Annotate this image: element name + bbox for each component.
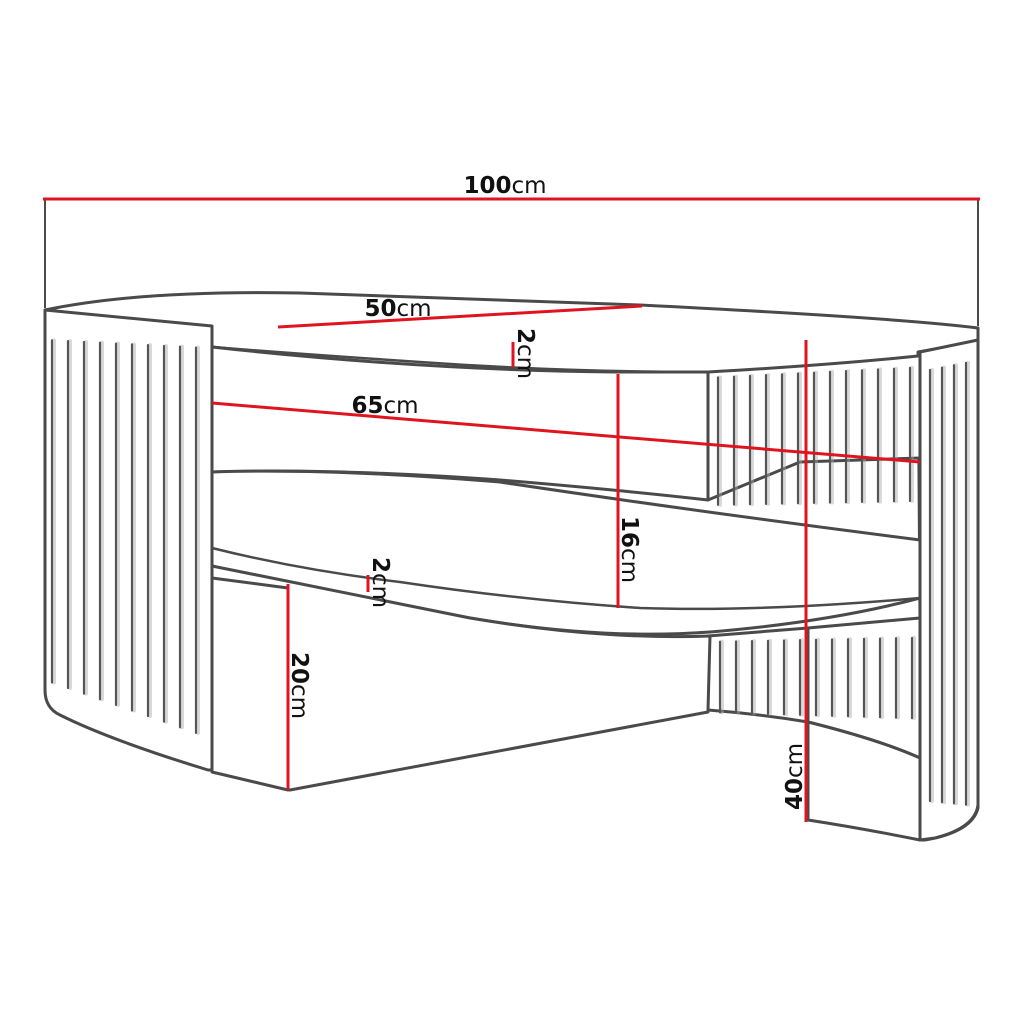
inner-width-label: 65cm (351, 393, 418, 419)
middle-shelf-edge (210, 546, 922, 611)
top-thickness-label: 2cm (512, 328, 538, 379)
right-lower-panel (806, 720, 922, 842)
left-panel-slats (50, 338, 200, 735)
inner-width-line (211, 401, 921, 464)
right-rear-slats (716, 365, 914, 507)
top-depth-label: 50cm (364, 296, 431, 322)
table-drawing (43, 291, 980, 842)
overall-width-label: 100cm (463, 173, 546, 199)
front-bottom-panel (210, 576, 290, 792)
right-lower-slats (718, 635, 916, 721)
right-front-panel (918, 338, 980, 842)
bottom-clearance-label: 20cm (286, 652, 312, 719)
total-height-label: 40cm (782, 743, 808, 810)
shelf-thickness-label: 2cm (367, 557, 393, 608)
left-side-panel (43, 308, 214, 772)
top-depth-line (277, 304, 643, 329)
right-front-slats (928, 360, 970, 807)
dimension-labels: 100cm 50cm 2cm 65cm 16cm 2cm 20cm 40cm (286, 173, 808, 810)
dimension-lines (43, 197, 980, 822)
lower-opening (210, 564, 712, 792)
shelf-gap-label: 16cm (616, 516, 642, 583)
